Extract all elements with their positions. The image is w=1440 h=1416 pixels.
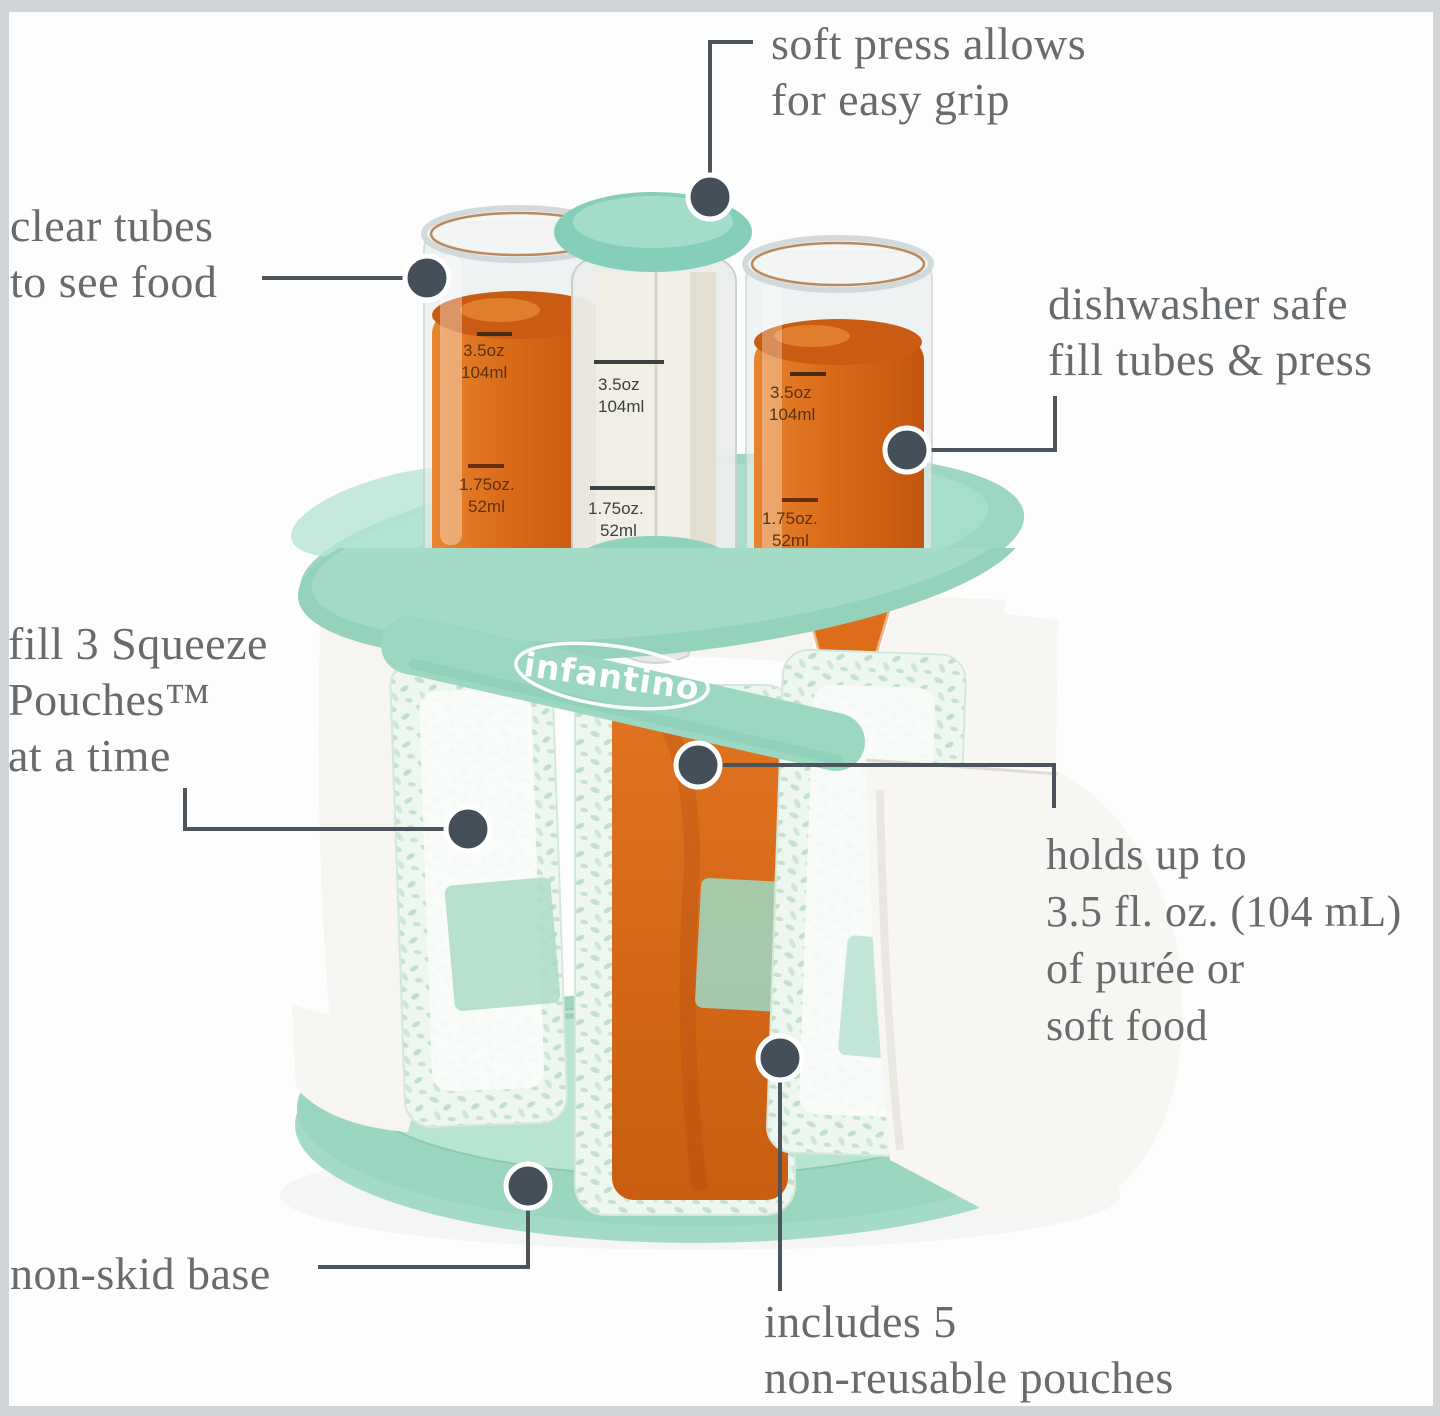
- annotation-line: for easy grip: [771, 74, 1010, 125]
- callout-dot-non-skid: [503, 1161, 553, 1211]
- callout-dot-dishwasher: [882, 425, 932, 475]
- annotation-line: at a time: [8, 730, 171, 781]
- callout-line-dishwasher: [907, 396, 1057, 452]
- tube-marking: 52ml: [600, 521, 637, 540]
- annotation-fill-pouches: fill 3 Squeeze Pouches™ at a time: [8, 616, 268, 784]
- top-tray-front-lip: [297, 548, 1027, 662]
- annotation-line: of purée or: [1046, 944, 1245, 993]
- brand-band: infantino: [381, 616, 865, 771]
- tube-marking: 52ml: [772, 531, 809, 550]
- annotation-soft-press: soft press allows for easy grip: [771, 16, 1086, 128]
- callout-line-holds: [698, 763, 1056, 808]
- annotation-includes: includes 5 non-reusable pouches: [764, 1294, 1174, 1406]
- tube-marking: 3.5oz: [463, 341, 505, 360]
- fill-tube-right: 3.5oz 104ml 1.75oz. 52ml: [742, 235, 934, 671]
- callout-dot-soft-press: [685, 172, 735, 222]
- annotation-line: includes 5: [764, 1296, 957, 1347]
- callout-dot-holds: [673, 740, 723, 790]
- callout-line-non-skid: [318, 1186, 530, 1269]
- tube-marking: 52ml: [468, 497, 505, 516]
- annotation-line: 3.5 fl. oz. (104 mL): [1046, 887, 1402, 936]
- annotation-line: soft food: [1046, 1001, 1209, 1050]
- annotation-line: clear tubes: [10, 200, 214, 251]
- pouch-middle-filled: [574, 684, 796, 1216]
- annotation-line: holds up to: [1046, 830, 1248, 879]
- annotation-line: Pouches™: [8, 674, 211, 725]
- tube-marking: 104ml: [598, 397, 644, 416]
- annotation-clear-tubes: clear tubes to see food: [10, 198, 217, 310]
- tube-marking: 1.75oz.: [588, 499, 644, 518]
- tube-marking: 1.75oz.: [459, 475, 515, 494]
- callout-line-fill-pouches: [183, 788, 468, 831]
- annotation-holds: holds up to 3.5 fl. oz. (104 mL) of puré…: [1046, 826, 1402, 1054]
- callout-dot-fill-pouches: [443, 804, 493, 854]
- tube-marking: 3.5oz: [770, 383, 812, 402]
- callout-line-soft-press: [708, 40, 753, 197]
- annotation-line: dishwasher safe: [1048, 278, 1349, 329]
- tube-marking: 104ml: [769, 405, 815, 424]
- pouch-left-empty: [389, 655, 568, 1128]
- annotation-line: to see food: [10, 256, 218, 307]
- annotation-line: non-skid base: [10, 1248, 271, 1299]
- tube-marking: 3.5oz: [598, 375, 640, 394]
- annotation-line: non-reusable pouches: [764, 1352, 1174, 1403]
- callout-dot-clear-tubes: [402, 253, 452, 303]
- callout-dot-includes: [755, 1033, 805, 1083]
- annotation-line: fill tubes & press: [1048, 334, 1373, 385]
- annotation-line: fill 3 Squeeze: [8, 618, 268, 669]
- annotation-dishwasher: dishwasher safe fill tubes & press: [1048, 276, 1373, 388]
- tube-marking: 1.75oz.: [762, 509, 818, 528]
- tube-marking: 104ml: [461, 363, 507, 382]
- annotation-non-skid: non-skid base: [10, 1246, 271, 1302]
- annotation-line: soft press allows: [771, 18, 1087, 69]
